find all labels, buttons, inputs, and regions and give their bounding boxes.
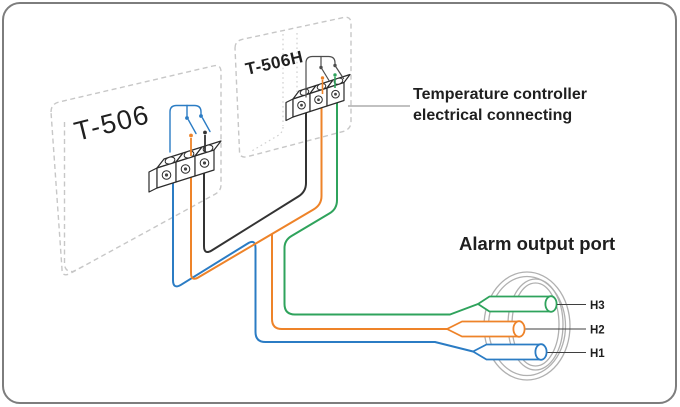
pin-leader-lines <box>525 303 586 354</box>
contact-dot <box>333 73 337 77</box>
wire-orange-run <box>190 107 323 280</box>
terminal-top-hole <box>164 156 176 165</box>
pin-h3 <box>477 295 558 313</box>
panel-t506h-outline <box>234 16 352 158</box>
screw-dot <box>164 173 169 177</box>
back-edge-line <box>249 126 284 153</box>
alarm-port-title: Alarm output port <box>459 233 615 254</box>
pin-top-edge <box>477 295 551 305</box>
pin-label-h3: H3 <box>590 300 605 312</box>
pin-bottom-edge <box>446 328 519 338</box>
screw-dot <box>334 92 337 96</box>
contact-dot <box>189 133 193 138</box>
switch-common-loop <box>169 104 211 153</box>
pin-body-fill <box>478 296 551 312</box>
pin-top-edge <box>446 320 519 330</box>
wire-green-alarm <box>283 102 479 316</box>
block-end-face <box>285 98 294 122</box>
block-end-face <box>148 167 158 193</box>
contact-dot <box>333 63 337 68</box>
wire-black-link <box>203 111 307 254</box>
wire-blue-run <box>172 182 474 353</box>
screw-dot <box>300 103 303 107</box>
switch-common-loop <box>305 55 345 98</box>
screw-dot <box>202 161 207 165</box>
panel-t506h <box>234 16 352 158</box>
wire-blue-common <box>172 182 474 353</box>
pin-bottom-edge <box>472 350 541 361</box>
panel-label-t506: T-506 <box>71 99 153 147</box>
contact-dot <box>319 65 323 70</box>
common-loop-path <box>169 104 202 153</box>
pin-h1 <box>472 343 548 361</box>
switch-blade <box>187 119 197 135</box>
pin-top-edge <box>472 343 541 353</box>
switch-contacts-t506h <box>305 55 345 98</box>
contact-dot <box>199 114 203 118</box>
terminal-block-t506h <box>285 73 351 122</box>
pin-bottom-edge <box>477 303 551 313</box>
panel-t506h-back-edges <box>249 33 298 153</box>
switch-blade <box>321 68 330 82</box>
wire-orange-alarm <box>190 107 448 330</box>
panel-t506-depth-edge <box>63 122 87 273</box>
contact-dot <box>185 116 189 120</box>
screw-dot <box>183 167 188 171</box>
annotation-line1: Temperature controller <box>413 86 587 103</box>
pin-end-cap <box>534 343 548 361</box>
terminal-top-hole <box>299 88 310 96</box>
screw-dot <box>317 98 320 102</box>
pin-body-fill <box>447 321 519 337</box>
wire-orange-branch <box>271 233 448 330</box>
annotation-line2: electrical connecting <box>413 107 572 124</box>
contact-dot <box>320 76 325 80</box>
panel-t506-outline <box>50 64 222 276</box>
switch-blade <box>335 66 345 80</box>
panel-t506 <box>50 64 222 276</box>
wire-green-run <box>283 102 479 316</box>
pin-label-h1: H1 <box>590 348 605 360</box>
panel-label-t506h: T-506H <box>244 47 306 79</box>
switch-contacts-t506 <box>169 104 211 156</box>
terminal-block-t506 <box>148 140 222 193</box>
wire-black-run <box>203 111 307 254</box>
pin-end-cap <box>544 295 558 313</box>
switch-blade <box>201 117 211 133</box>
pin-body-fill <box>473 344 541 360</box>
contact-dot <box>203 130 207 135</box>
pin-end-cap <box>512 320 526 338</box>
pin-h2 <box>446 320 526 338</box>
pin-label-h2: H2 <box>590 325 605 337</box>
